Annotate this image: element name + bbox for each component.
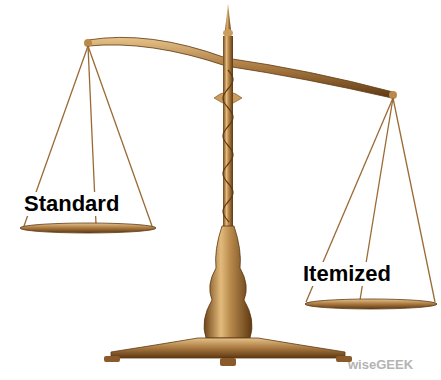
beam-tip: [84, 39, 92, 47]
base: [111, 338, 345, 358]
watermark: wiseGEEK: [346, 358, 415, 372]
beam: [88, 37, 393, 98]
pedestal: [204, 226, 252, 338]
right-pan: [305, 299, 437, 309]
finial: [225, 4, 231, 30]
pole-twist: [223, 70, 233, 222]
pole: [223, 36, 233, 226]
pan-label: Itemized: [301, 262, 393, 286]
foot: [220, 358, 236, 366]
left-pan: [20, 223, 156, 233]
foot: [104, 356, 120, 362]
finial-knob: [223, 29, 233, 37]
beam-tip: [389, 91, 397, 99]
pan-label: Standard: [22, 192, 121, 216]
